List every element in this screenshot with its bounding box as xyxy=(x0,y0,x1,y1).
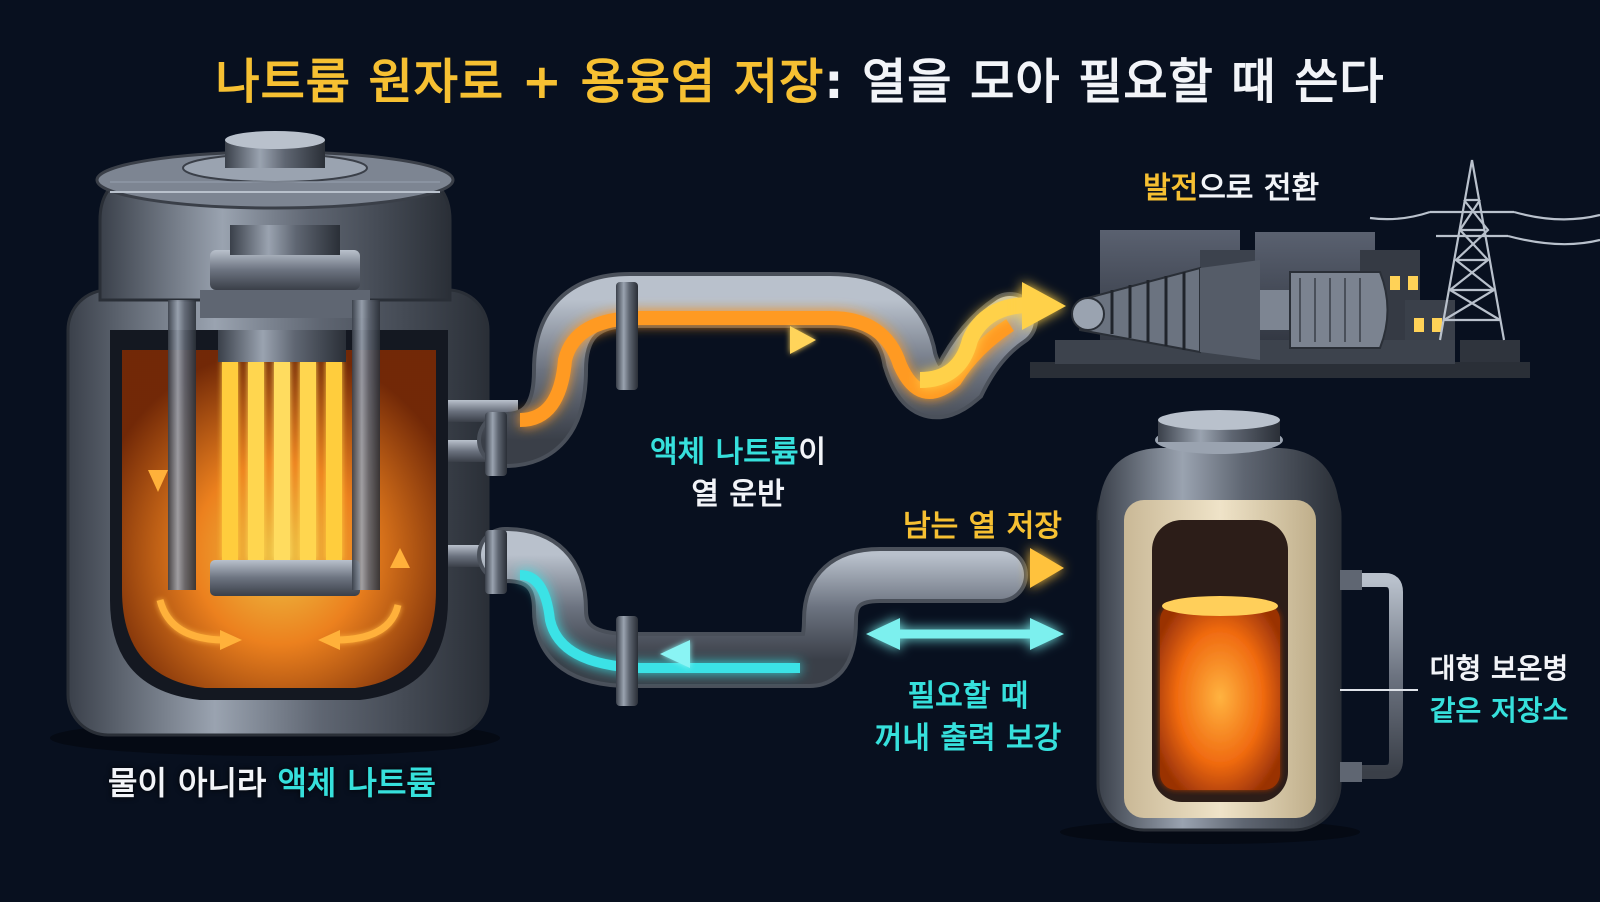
hot-arrow-icon xyxy=(919,297,1031,388)
turbine-generator-icon xyxy=(1030,230,1530,378)
label-tank-line1: 대형 보온병 xyxy=(1429,652,1569,685)
label-discharge-line1: 필요할 때 xyxy=(907,679,1029,714)
label-reactor-hl: 액체 나트륨 xyxy=(277,764,436,802)
storage-tank-icon xyxy=(1060,410,1418,844)
label-sodium-rest: 이 xyxy=(798,435,827,470)
label-power-rest: 으로 전환 xyxy=(1198,171,1320,206)
label-store-excess: 남는 열 저장 xyxy=(903,509,1062,544)
hot-pipe xyxy=(477,272,1038,476)
cold-pipe xyxy=(477,527,1028,706)
label-sodium-hl: 액체 나트륨 xyxy=(649,435,799,470)
title-rest: : 열을 모아 필요할 때 쓴다 xyxy=(824,54,1385,110)
reactor-vessel-icon xyxy=(50,131,518,756)
label-tank-line2: 같은 저장소 xyxy=(1429,694,1569,727)
power-pylon-icon xyxy=(1369,159,1600,341)
title-highlight: 나트륨 원자로 + 용융염 저장 xyxy=(215,54,825,110)
label-discharge: 필요할 때 꺼내 출력 보강 xyxy=(858,676,1078,760)
label-discharge-line2: 꺼내 출력 보강 xyxy=(874,721,1062,756)
label-sodium-transport: 액체 나트륨이 열 운반 xyxy=(628,432,848,516)
label-reactor: 물이 아니라 액체 나트륨 xyxy=(108,762,436,804)
page-title: 나트륨 원자로 + 용융염 저장: 열을 모아 필요할 때 쓴다 xyxy=(0,42,1600,112)
label-reactor-rest: 물이 아니라 xyxy=(108,764,278,802)
label-tank: 대형 보온병 같은 저장소 xyxy=(1414,648,1584,732)
label-power-conversion: 발전으로 전환 xyxy=(1143,168,1319,210)
bidirectional-arrow-icon xyxy=(866,618,1064,650)
label-power-hl: 발전 xyxy=(1143,171,1199,206)
label-sodium-line2: 열 운반 xyxy=(691,477,785,512)
